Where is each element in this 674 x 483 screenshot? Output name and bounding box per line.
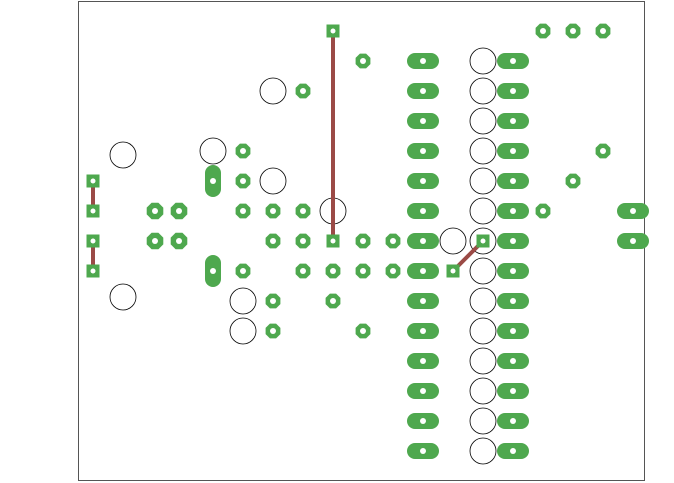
pad-drill [330,268,336,274]
pad-drill [270,208,276,214]
pad-drill [90,208,96,214]
pad-drill [570,28,576,34]
pad-drill [630,238,636,244]
pad-drill [360,238,366,244]
pad-drill [420,268,426,274]
mounting-hole [469,407,497,435]
pad-drill [510,328,516,334]
pad-drill [450,268,456,274]
pad-drill [420,178,426,184]
pad-drill [90,178,96,184]
mounting-hole [229,317,257,345]
pad-drill [152,208,158,214]
pad-drill [420,88,426,94]
pad-drill [420,118,426,124]
pad-drill [600,148,606,154]
pad-drill [90,268,96,274]
mounting-holes-layer [109,47,497,465]
pad-drill [240,208,246,214]
mounting-hole [469,107,497,135]
pad-drill [510,238,516,244]
pad-drill [176,208,182,214]
pad-drill [420,388,426,394]
pad-drill [510,298,516,304]
pad-drill [420,358,426,364]
mounting-hole [469,167,497,195]
pad-drill [210,178,216,184]
pad-drill [480,238,486,244]
pad-drill [570,178,576,184]
pad-drill [360,268,366,274]
pad-drill [330,298,336,304]
pad-drill [510,268,516,274]
mounting-hole [469,47,497,75]
mounting-hole [109,141,137,169]
pad-drill [510,208,516,214]
pads-layer [86,23,649,459]
pad-drill [420,448,426,454]
pad-drill [420,238,426,244]
mounting-hole [469,77,497,105]
pad-drill [300,208,306,214]
pad-drill [270,298,276,304]
mounting-hole [469,137,497,165]
pad-drill [510,418,516,424]
mounting-hole [469,317,497,345]
mounting-hole [259,77,287,105]
pad-drill [330,238,336,244]
mounting-hole [469,437,497,465]
pad-drill [510,88,516,94]
pad-drill [600,28,606,34]
mounting-hole [259,167,287,195]
pad-drill [420,208,426,214]
pad-drill [420,148,426,154]
mounting-hole [469,347,497,375]
mounting-hole [469,287,497,315]
mounting-hole [469,197,497,225]
pad-drill [210,268,216,274]
pad-drill [510,178,516,184]
pad-drill [510,448,516,454]
pad-drill [330,28,336,34]
pad-drill [540,208,546,214]
mounting-hole [199,137,227,165]
pad-drill [176,238,182,244]
mounting-hole [109,283,137,311]
pad-drill [540,28,546,34]
pad-drill [420,298,426,304]
pad-drill [240,268,246,274]
pad-drill [420,418,426,424]
mounting-hole [439,227,467,255]
pad-drill [152,238,158,244]
mounting-hole [229,287,257,315]
pad-drill [510,358,516,364]
pad-drill [510,388,516,394]
pad-drill [510,148,516,154]
pad-drill [390,238,396,244]
pad-drill [270,328,276,334]
pad-drill [390,268,396,274]
pad-drill [510,58,516,64]
pad-drill [240,178,246,184]
mounting-hole [469,257,497,285]
pad-drill [630,208,636,214]
pad-drill [360,58,366,64]
pad-drill [420,58,426,64]
pad-drill [420,328,426,334]
pad-drill [240,148,246,154]
pad-drill [510,118,516,124]
mounting-hole [469,377,497,405]
pad-drill [270,238,276,244]
pad-drill [300,238,306,244]
pad-drill [300,268,306,274]
mounting-hole [469,227,497,255]
pad-drill [90,238,96,244]
pad-drill [300,88,306,94]
pad-drill [360,328,366,334]
